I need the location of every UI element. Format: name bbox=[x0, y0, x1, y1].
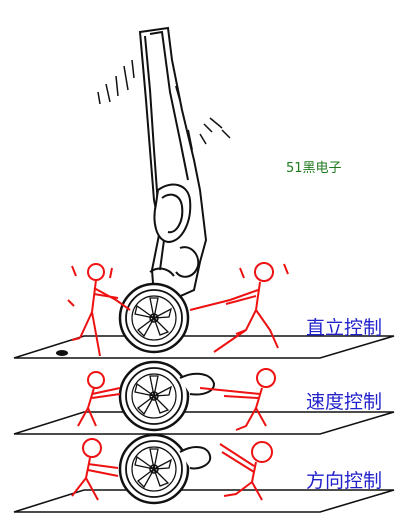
dropped-item bbox=[56, 350, 68, 356]
label-speed-control: 速度控制 bbox=[306, 391, 383, 413]
platform-direction bbox=[13, 489, 395, 513]
figure-pusher-left-direction bbox=[71, 438, 119, 501]
figure-pusher-right-speed bbox=[199, 368, 276, 431]
platform-speed bbox=[13, 411, 395, 435]
wheel-direction bbox=[118, 433, 190, 505]
figure-pusher-left-upright bbox=[67, 263, 131, 357]
car-body bbox=[138, 26, 208, 300]
figure-pusher-right-direction bbox=[219, 441, 273, 501]
motion-lines bbox=[97, 59, 231, 145]
platform-upright bbox=[13, 335, 395, 359]
motor-direction bbox=[179, 446, 212, 470]
wheel-speed bbox=[118, 360, 190, 432]
wheel-upright bbox=[118, 282, 190, 354]
figure-pusher-left-speed bbox=[77, 371, 121, 427]
label-upright-control: 直立控制 bbox=[306, 317, 383, 339]
label-direction-control: 方向控制 bbox=[306, 470, 383, 492]
figure-pusher-right-upright bbox=[189, 262, 289, 353]
watermark-text: 51黑电子 bbox=[286, 161, 342, 176]
